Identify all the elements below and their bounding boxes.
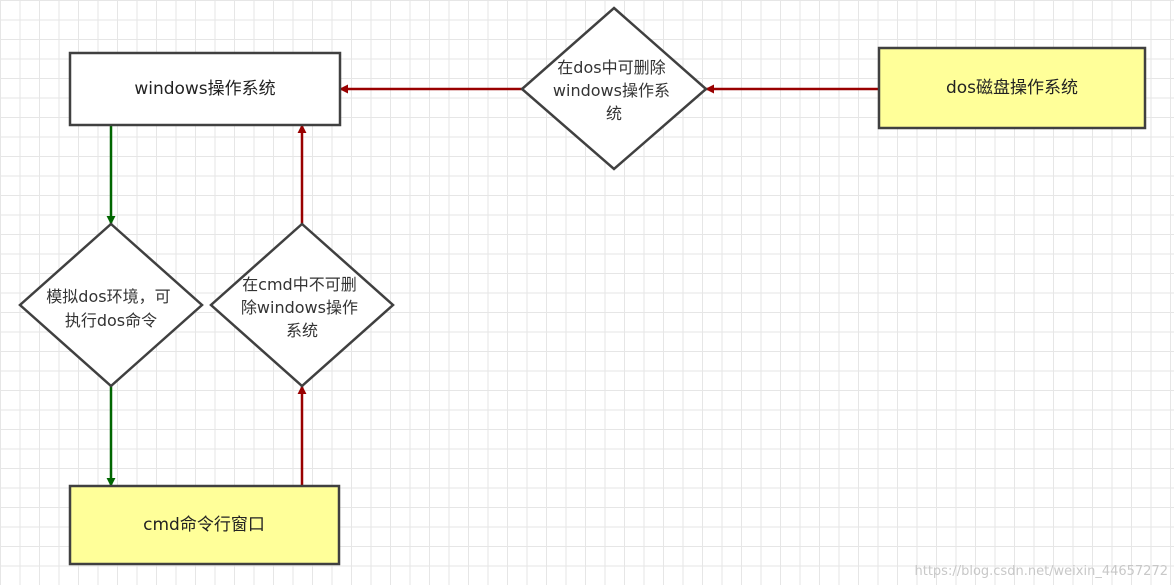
decision-dos-can-delete-line-1: 在dos中可删除	[557, 58, 665, 77]
node-cmd-window: cmd命令行窗口	[68, 484, 341, 566]
decision-simulate-dos-line-2: 执行dos命令	[65, 311, 157, 330]
node-windows-os: windows操作系统	[68, 51, 342, 127]
decision-cmd-cannot-delete-line-2: 除windows操作	[241, 298, 358, 317]
decision-dos-can-delete-line-3: 统	[606, 104, 622, 123]
decision-cmd-cannot-delete-line-1: 在cmd中不可删	[242, 275, 357, 294]
decision-simulate-dos: 模拟dos环境，可 执行dos命令	[18, 222, 204, 388]
connectors	[106, 84, 878, 487]
node-dos-os-label: dos磁盘操作系统	[946, 78, 1078, 98]
decision-cmd-cannot-delete-line-3: 系统	[286, 321, 318, 340]
node-dos-os: dos磁盘操作系统	[877, 46, 1147, 130]
node-windows-os-label: windows操作系统	[134, 79, 275, 99]
decision-dos-can-delete-line-2: windows操作系	[553, 81, 670, 100]
decision-simulate-dos-text: 模拟dos环境，可 执行dos命令	[46, 287, 175, 330]
decision-dos-can-delete: 在dos中可删除 windows操作系 统	[520, 6, 708, 171]
decision-cmd-cannot-delete: 在cmd中不可删 除windows操作 系统	[209, 222, 395, 388]
decision-cmd-cannot-delete-text: 在cmd中不可删 除windows操作 系统	[241, 275, 363, 340]
decision-simulate-dos-line-1: 模拟dos环境，可	[46, 287, 170, 306]
node-cmd-window-label: cmd命令行窗口	[143, 515, 265, 535]
decision-dos-can-delete-text: 在dos中可删除 windows操作系 统	[553, 58, 675, 123]
watermark: https://blog.csdn.net/weixin_44657272	[914, 564, 1168, 579]
